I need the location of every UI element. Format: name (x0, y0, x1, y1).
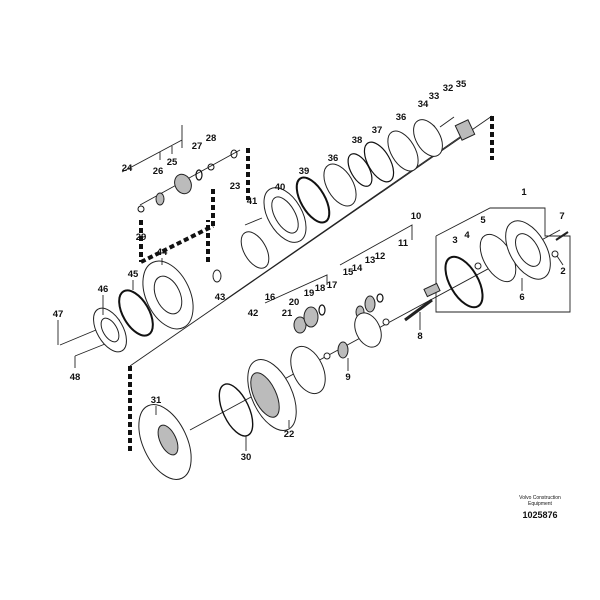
label-24: 24 (122, 163, 133, 174)
label-14: 14 (352, 263, 363, 274)
part-9-sun-gear (337, 341, 349, 359)
part-29-ring (137, 205, 145, 213)
label-4: 4 (464, 230, 470, 241)
label-36-second: 36 (328, 153, 339, 164)
part-6-bore (515, 233, 541, 267)
part-20-bearing (293, 316, 307, 334)
label-7: 7 (559, 211, 564, 222)
label-13: 13 (365, 255, 376, 266)
label-leaders (57, 255, 564, 451)
parts (93, 116, 569, 480)
label-6: 6 (519, 292, 524, 303)
part-17-washer (323, 352, 331, 360)
label-19: 19 (304, 288, 315, 299)
part-18-ring (318, 304, 326, 316)
label-33: 33 (429, 91, 440, 102)
part-41-bolt (244, 217, 263, 226)
label-23: 23 (230, 181, 241, 192)
label-38: 38 (352, 135, 363, 146)
part-12-ring (376, 293, 384, 303)
label-44: 44 (157, 247, 168, 258)
label-40: 40 (275, 182, 286, 193)
part-4-plug (474, 262, 482, 270)
label-3: 3 (452, 235, 457, 246)
part-11-washer (382, 318, 390, 326)
label-26: 26 (153, 166, 164, 177)
label-22: 22 (284, 429, 295, 440)
part-13-gear (364, 295, 376, 313)
part-25-gear (174, 173, 192, 195)
label-5: 5 (480, 215, 486, 226)
label-32: 32 (443, 83, 454, 94)
part-3-o-ring (444, 255, 484, 309)
label-39: 39 (299, 166, 310, 177)
part-28-ring (207, 163, 215, 171)
label-35: 35 (456, 79, 467, 90)
label-25: 25 (167, 157, 178, 168)
part-8-shaft-body (404, 298, 433, 322)
part-36-bearing-2 (323, 163, 357, 207)
part-19-gear (303, 306, 319, 328)
label-47: 47 (53, 309, 64, 320)
part-46-bore (100, 317, 120, 343)
part-39-o-ring (295, 176, 331, 224)
label-27: 27 (192, 141, 203, 152)
part-31-splines (157, 424, 179, 456)
label-36: 36 (396, 112, 407, 123)
label-1: 1 (521, 187, 527, 198)
label-8: 8 (417, 331, 422, 342)
part-7-bolt (555, 231, 569, 241)
part-45-o-ring (118, 289, 154, 337)
label-15: 15 (343, 267, 354, 278)
figure-credit: Volvo Construction Equipment 1025876 (490, 495, 590, 520)
part-16-carrier (290, 345, 326, 395)
part-8-shaft (423, 282, 441, 298)
part-23-ring (230, 149, 238, 159)
label-37: 37 (372, 125, 383, 136)
label-10: 10 (411, 211, 422, 222)
credit-company-line2: Equipment (528, 501, 552, 507)
leader-brackets (121, 125, 571, 313)
label-48: 48 (70, 372, 81, 383)
part-34-cover (413, 119, 443, 157)
label-20: 20 (289, 297, 300, 308)
label-30: 30 (241, 452, 252, 463)
part-30-o-ring (218, 383, 254, 437)
label-41: 41 (247, 196, 258, 207)
label-18: 18 (315, 283, 326, 294)
label-43: 43 (215, 292, 226, 303)
label-16: 16 (265, 292, 276, 303)
label-42: 42 (248, 308, 259, 319)
part-15-carrier (354, 312, 382, 348)
label-17: 17 (327, 280, 338, 291)
part-38-ring (347, 153, 373, 187)
label-34: 34 (418, 99, 429, 110)
label-28: 28 (206, 133, 217, 144)
label-29: 29 (136, 232, 147, 243)
label-31: 31 (151, 395, 162, 406)
part-32-pin (439, 116, 455, 128)
part-35-shaft-gear (454, 119, 476, 141)
part-44-bore (153, 275, 183, 315)
part-43-washer (212, 269, 222, 283)
label-21: 21 (282, 308, 293, 319)
label-12: 12 (375, 251, 386, 262)
figure-number: 1025876 (522, 510, 558, 520)
label-46: 46 (98, 284, 109, 295)
part-labels: 1 2 3 4 5 6 7 8 9 10 11 12 13 14 15 16 1… (53, 79, 566, 463)
label-2: 2 (560, 266, 565, 277)
part-36-bearing (387, 130, 419, 172)
label-11: 11 (398, 238, 409, 249)
dashed-boundaries (128, 116, 494, 452)
label-9: 9 (345, 372, 350, 383)
part-27-ring (195, 169, 203, 181)
part-26-bearing (155, 192, 165, 206)
part-40-bore (271, 196, 299, 234)
part-2-plug (551, 250, 559, 258)
label-45: 45 (128, 269, 139, 280)
part-42-ring (240, 231, 270, 269)
part-22-teeth (250, 372, 280, 418)
credit-company: Volvo Construction (519, 495, 561, 501)
